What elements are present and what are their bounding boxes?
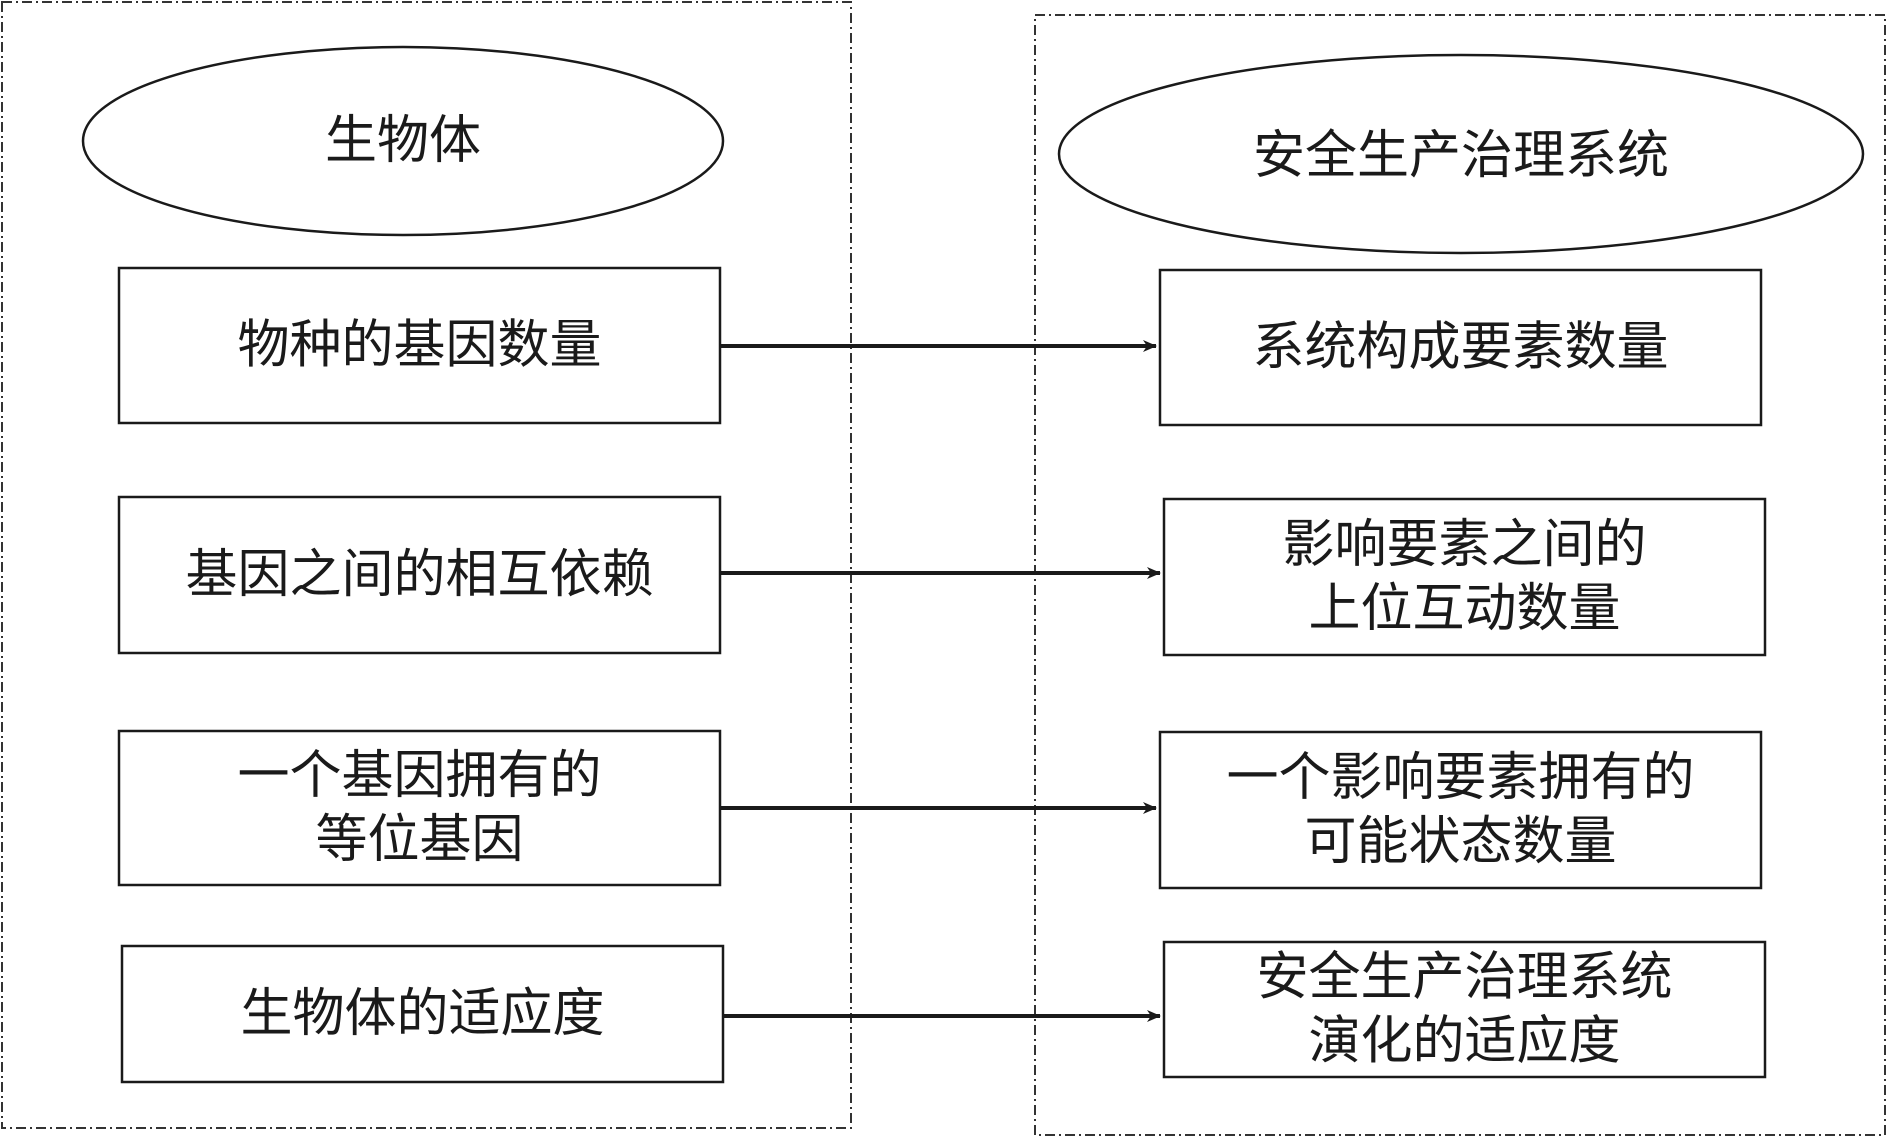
left-item-box: 物种的基因数量 (117, 266, 722, 425)
right-item-frame (1158, 268, 1763, 427)
left-panel-title: 生物体 (325, 111, 481, 171)
right-item-frame (1162, 940, 1767, 1079)
left-title-ellipse (81, 45, 725, 237)
right-item-label: 可能状态数量 (1304, 812, 1616, 872)
right-item-label: 系统构成要素数量 (1252, 318, 1668, 378)
right-item-frame (1162, 497, 1767, 657)
right-item-box: 系统构成要素数量 (1158, 268, 1763, 427)
left-panel-frame (1, 1, 852, 1129)
left-item-label: 基因之间的相互依赖 (185, 545, 653, 605)
right-item-frame (1158, 730, 1763, 890)
left-item-label: 生物体的适应度 (240, 984, 604, 1044)
left-item-label: 等位基因 (315, 810, 523, 870)
right-item-label: 影响要素之间的 (1282, 515, 1646, 575)
right-panel-title: 安全生产治理系统 (1253, 126, 1669, 186)
left-item-label: 一个基因拥有的 (237, 746, 601, 806)
right-item-label: 安全生产治理系统 (1256, 948, 1672, 1008)
left-item-box: 生物体的适应度 (120, 944, 725, 1084)
right-item-label: 演化的适应度 (1308, 1012, 1620, 1072)
right-item-label: 一个影响要素拥有的 (1226, 748, 1694, 808)
left-item-box: 基因之间的相互依赖 (117, 495, 722, 655)
left-item-label: 物种的基因数量 (237, 316, 601, 376)
right-item-label: 上位互动数量 (1308, 579, 1620, 639)
right-title-ellipse (1057, 53, 1865, 255)
left-item-frame (117, 729, 722, 887)
left-item-frame (117, 495, 722, 655)
left-item-frame (117, 266, 722, 425)
